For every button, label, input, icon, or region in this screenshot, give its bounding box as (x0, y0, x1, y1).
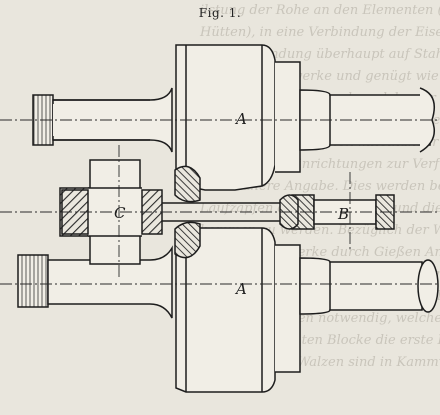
middle-spindle (59, 159, 395, 265)
label-coupling-b: B (337, 205, 349, 223)
bottom-roll-right-neck (299, 257, 423, 315)
figure-title: Fig. 1. (198, 6, 242, 20)
bottom-roll-right-collar (275, 244, 301, 373)
label-coupling-c: C (114, 204, 126, 222)
bottom-roll-assembly (17, 227, 439, 393)
upper-joint-hatch (174, 165, 201, 203)
bottom-roll-left-neck (47, 245, 173, 319)
bottom-roll-body (175, 227, 276, 393)
bottom-shaft-end (417, 259, 439, 313)
label-roll-a-top: A (234, 110, 247, 128)
center-lines (0, 119, 440, 285)
label-roll-a-bottom: A (234, 280, 247, 298)
top-roll-right-collar (275, 61, 301, 173)
lower-joint-hatch (174, 221, 201, 259)
bottom-coupling-end (17, 254, 49, 308)
top-roll-assembly (32, 44, 435, 191)
